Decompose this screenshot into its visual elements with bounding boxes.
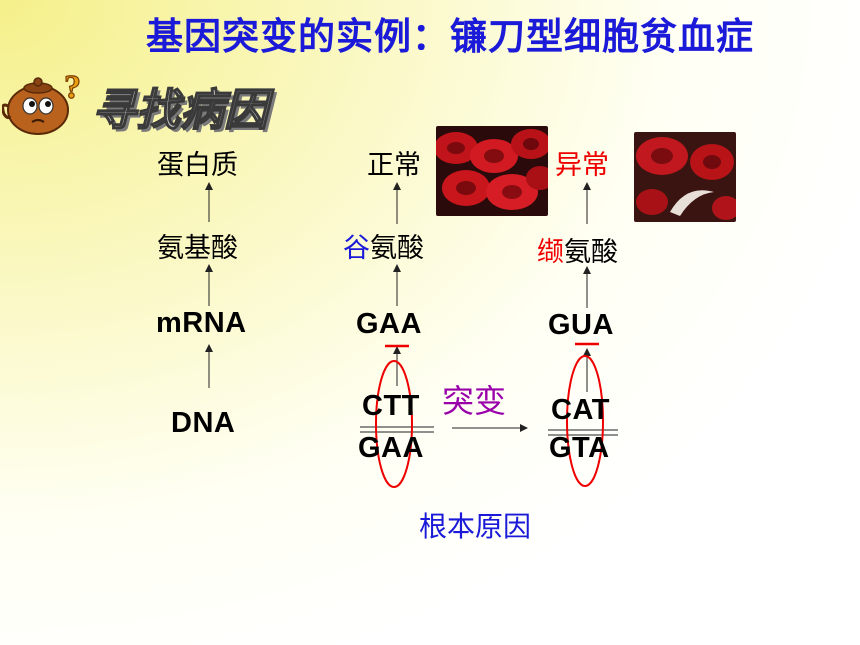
abnormal-amino-prefix: 缬 bbox=[537, 237, 564, 268]
label-root-cause: 根本原因 bbox=[419, 510, 532, 543]
label-normal-codon: GAA bbox=[356, 308, 422, 340]
normal-amino-prefix: 谷 bbox=[343, 233, 370, 264]
mutation-circle-normal bbox=[375, 360, 413, 488]
label-abnormal-codon: GUA bbox=[548, 309, 614, 341]
mutation-circle-abnormal bbox=[566, 355, 604, 487]
label-abnormal-dna-top: CAT bbox=[551, 394, 610, 426]
section-heading: 寻找病因 bbox=[91, 84, 269, 137]
normal-amino-suffix: 氨酸 bbox=[370, 233, 424, 264]
label-mrna: mRNA bbox=[156, 307, 247, 339]
label-normal-amino-acid: 谷氨酸 bbox=[343, 226, 424, 265]
label-protein: 蛋白质 bbox=[157, 150, 238, 181]
label-normal-status: 正常 bbox=[367, 150, 421, 181]
label-normal-dna-bottom: GAA bbox=[358, 432, 424, 464]
label-abnormal-status: 异常 bbox=[555, 150, 609, 181]
label-mutation: 突变 bbox=[442, 382, 507, 420]
thinking-teapot-icon: ? bbox=[2, 68, 82, 135]
label-abnormal-dna-bottom: GTA bbox=[549, 432, 610, 464]
label-dna: DNA bbox=[171, 407, 236, 439]
svg-text:?: ? bbox=[64, 69, 81, 106]
sickle-red-blood-cells-photo bbox=[634, 132, 736, 222]
abnormal-amino-suffix: 氨酸 bbox=[564, 237, 618, 268]
normal-red-blood-cells-photo bbox=[436, 126, 548, 216]
label-normal-dna-top: CTT bbox=[362, 390, 420, 422]
label-amino-acid: 氨基酸 bbox=[157, 233, 238, 264]
label-abnormal-amino-acid: 缬氨酸 bbox=[537, 230, 618, 269]
page-title: 基因突变的实例：镰刀型细胞贫血症 bbox=[146, 14, 754, 58]
